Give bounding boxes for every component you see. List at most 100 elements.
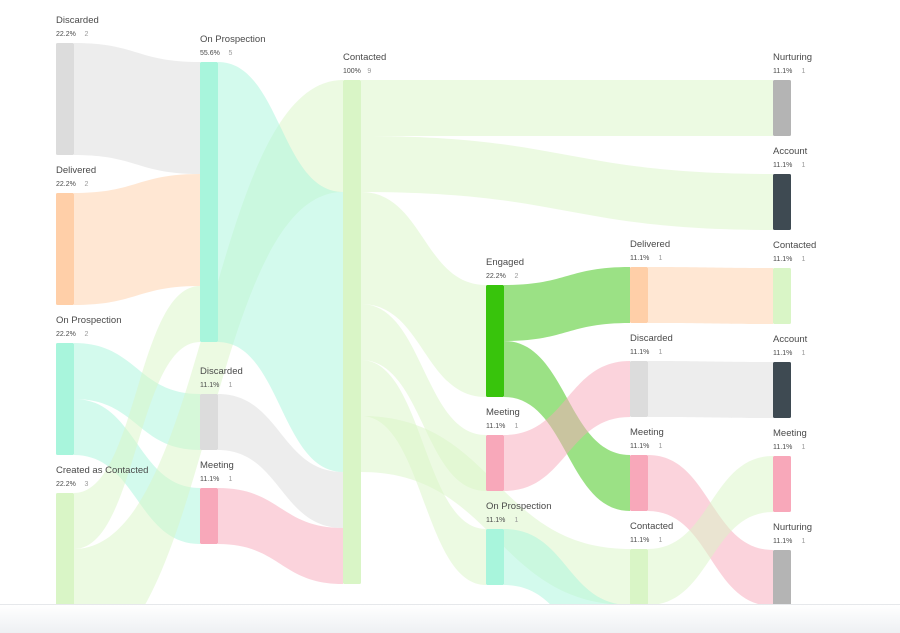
- node-label-s0_discarded: Discarded: [56, 15, 99, 26]
- node-label-s2_contacted: Contacted: [343, 52, 386, 63]
- node-label-s1_discarded: Discarded: [200, 366, 243, 377]
- node-pct-s4_contacted: 11.1%: [630, 537, 649, 544]
- sankey-node-s4_delivered[interactable]: [630, 267, 648, 323]
- node-pct-s0_prospection: 22.2%: [56, 331, 76, 338]
- node-count-s0_prospection: 2: [85, 331, 89, 338]
- node-count-s4_discarded: 1: [659, 349, 663, 356]
- node-count-s3_prospection: 1: [515, 517, 519, 524]
- node-pct-s5_nurturing_a: 11.1%: [773, 68, 792, 75]
- sankey-link-s0_created-to-s1_prospection[interactable]: [74, 286, 200, 549]
- node-count-s4_contacted: 1: [659, 537, 663, 544]
- sankey-node-s0_delivered[interactable]: [56, 193, 74, 305]
- sankey-link-s0_delivered-to-s1_prospection[interactable]: [74, 174, 200, 305]
- sankey-node-s5_meeting[interactable]: [773, 456, 791, 512]
- node-count-s0_discarded: 2: [85, 31, 89, 38]
- sankey-link-s1_prospection-to-s2_contacted[interactable]: [218, 62, 343, 472]
- node-count-s0_delivered: 2: [85, 181, 89, 188]
- node-pct-s3_engaged: 22.2%: [486, 273, 506, 280]
- node-pct-s4_meeting: 11.1%: [630, 443, 649, 450]
- node-count-s5_nurturing_a: 1: [802, 68, 806, 75]
- node-pct-s5_nurturing_b: 11.1%: [773, 538, 792, 545]
- sankey-link-s2_contacted-to-s5_account_a[interactable]: [361, 136, 773, 230]
- sankey-node-s5_nurturing_b[interactable]: [773, 550, 791, 606]
- sankey-link-s2_contacted-to-s5_nurturing_a[interactable]: [361, 80, 773, 136]
- sankey-link-s0_discarded-to-s1_prospection[interactable]: [74, 43, 200, 174]
- node-label-s0_delivered: Delivered: [56, 165, 96, 176]
- node-pct-s4_delivered: 11.1%: [630, 255, 649, 262]
- node-label-s5_nurturing_b: Nurturing: [773, 522, 812, 533]
- sankey-link-s3_engaged-to-s4_delivered[interactable]: [504, 267, 630, 341]
- node-label-s3_meeting: Meeting: [486, 407, 520, 418]
- sankey-node-s3_engaged[interactable]: [486, 285, 504, 397]
- node-count-s5_meeting: 1: [802, 444, 806, 451]
- node-label-s5_contacted: Contacted: [773, 240, 816, 251]
- sankey-node-s1_meeting[interactable]: [200, 488, 218, 544]
- node-pct-s1_prospection: 55.6%: [200, 50, 220, 57]
- sankey-node-s1_prospection[interactable]: [200, 62, 218, 342]
- sankey-node-s0_discarded[interactable]: [56, 43, 74, 155]
- node-pct-s5_meeting: 11.1%: [773, 444, 792, 451]
- sankey-link-s2_contacted-to-s3_meeting[interactable]: [361, 304, 486, 491]
- node-label-s4_discarded: Discarded: [630, 333, 673, 344]
- sankey-node-s1_discarded[interactable]: [200, 394, 218, 450]
- node-count-s5_account_b: 1: [802, 350, 806, 357]
- node-count-s1_meeting: 1: [229, 476, 233, 483]
- sankey-node-s4_discarded[interactable]: [630, 361, 648, 417]
- sankey-link-s3_meeting-to-s4_discarded[interactable]: [504, 361, 630, 491]
- sankey-link-s1_meeting-to-s2_contacted[interactable]: [218, 488, 343, 584]
- node-label-s1_prospection: On Prospection: [200, 34, 265, 45]
- node-count-s4_delivered: 1: [659, 255, 663, 262]
- sankey-node-s4_meeting[interactable]: [630, 455, 648, 511]
- node-label-s3_engaged: Engaged: [486, 257, 524, 268]
- sankey-link-s4_contacted-to-s5_meeting[interactable]: [648, 456, 773, 605]
- node-count-s3_engaged: 2: [515, 273, 519, 280]
- sankey-links: [74, 43, 773, 632]
- node-pct-s5_contacted: 11.1%: [773, 256, 792, 263]
- sankey-node-s3_prospection[interactable]: [486, 529, 504, 585]
- node-label-s1_meeting: Meeting: [200, 460, 234, 471]
- node-pct-s5_account_a: 11.1%: [773, 162, 792, 169]
- node-label-s5_account_a: Account: [773, 146, 808, 157]
- bottom-bar: [0, 604, 900, 633]
- sankey-link-s4_delivered-to-s5_contacted[interactable]: [648, 267, 773, 324]
- sankey-link-s2_contacted-to-s4_contacted[interactable]: [361, 416, 630, 605]
- node-pct-s3_meeting: 11.1%: [486, 423, 505, 430]
- node-label-s0_prospection: On Prospection: [56, 315, 121, 326]
- sankey-node-s5_account_b[interactable]: [773, 362, 791, 418]
- sankey-node-s0_created[interactable]: [56, 493, 74, 632]
- node-label-s4_delivered: Delivered: [630, 239, 670, 250]
- node-label-s5_nurturing_a: Nurturing: [773, 52, 812, 63]
- sankey-node-s5_account_a[interactable]: [773, 174, 791, 230]
- sankey-link-s2_contacted-to-s3_engaged[interactable]: [361, 192, 486, 397]
- node-count-s1_discarded: 1: [229, 382, 233, 389]
- node-pct-s1_meeting: 11.1%: [200, 476, 219, 483]
- node-pct-s3_prospection: 11.1%: [486, 517, 505, 524]
- node-count-s2_contacted: 9: [367, 68, 371, 75]
- node-label-s5_meeting: Meeting: [773, 428, 807, 439]
- sankey-node-s4_contacted[interactable]: [630, 549, 648, 605]
- node-pct-s5_account_b: 11.1%: [773, 350, 792, 357]
- sankey-link-s4_discarded-to-s5_account_b[interactable]: [648, 361, 773, 418]
- node-count-s5_contacted: 1: [802, 256, 806, 263]
- node-count-s1_prospection: 5: [229, 50, 233, 57]
- node-label-s4_meeting: Meeting: [630, 427, 664, 438]
- node-pct-s2_contacted: 100%: [343, 68, 361, 75]
- node-count-s5_nurturing_b: 1: [802, 538, 806, 545]
- sankey-node-s5_contacted[interactable]: [773, 268, 791, 324]
- node-count-s5_account_a: 1: [802, 162, 806, 169]
- sankey-node-s0_prospection[interactable]: [56, 343, 74, 455]
- sankey-link-s1_discarded-to-s2_contacted[interactable]: [218, 394, 343, 528]
- sankey-node-s3_meeting[interactable]: [486, 435, 504, 491]
- node-label-s4_contacted: Contacted: [630, 521, 673, 532]
- node-count-s4_meeting: 1: [659, 443, 663, 450]
- sankey-node-s2_contacted[interactable]: [343, 80, 361, 584]
- node-count-s0_created: 3: [85, 481, 89, 488]
- sankey-node-s5_nurturing_a[interactable]: [773, 80, 791, 136]
- node-count-s3_meeting: 1: [515, 423, 519, 430]
- node-label-s3_prospection: On Prospection: [486, 501, 551, 512]
- node-pct-s0_created: 22.2%: [56, 481, 76, 488]
- node-label-s0_created: Created as Contacted: [56, 465, 148, 476]
- node-pct-s1_discarded: 11.1%: [200, 382, 219, 389]
